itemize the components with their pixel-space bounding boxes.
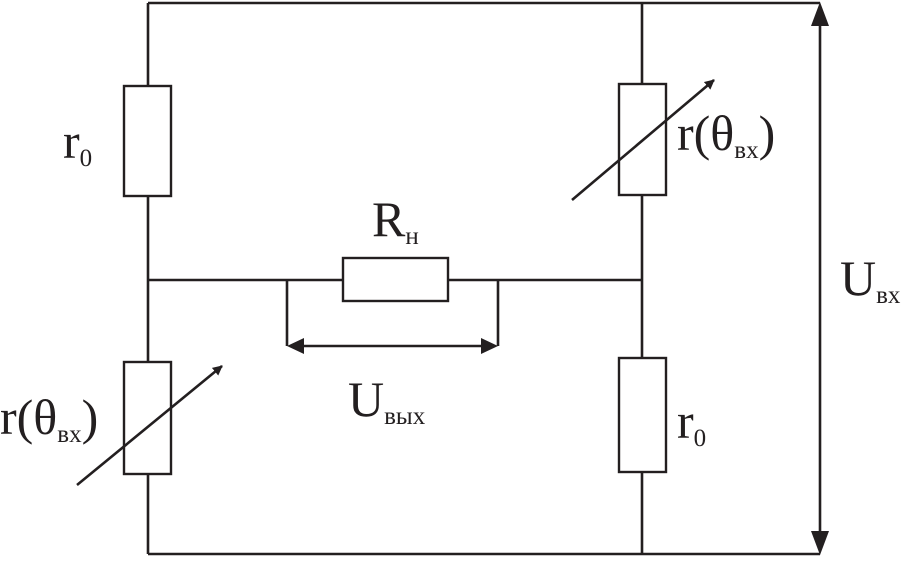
resistor-r0-bottom-right xyxy=(617,356,668,474)
resistor-r-theta-bottom-left xyxy=(122,360,173,476)
resistor-r0-top-left xyxy=(122,84,173,198)
label-output-voltage: Uвых xyxy=(348,371,426,430)
variable-arrow-top-right xyxy=(571,79,715,201)
label-input-voltage: Uвх xyxy=(840,250,901,309)
label-r-theta-top-right: r(θвх) xyxy=(677,105,775,164)
input-arrowhead-bottom xyxy=(811,531,829,555)
output-arrowhead-right xyxy=(481,338,498,354)
wiring xyxy=(146,1,820,556)
label-load-resistor: Rн xyxy=(372,191,419,250)
output-voltage-bracket xyxy=(285,280,500,354)
output-arrowhead-left xyxy=(287,338,304,354)
variable-arrow-bottom-left xyxy=(76,364,223,487)
label-r0-top-left: r0 xyxy=(63,113,92,172)
input-voltage-arrow xyxy=(811,2,829,555)
resistor-load xyxy=(341,256,450,303)
label-r0-bottom-right: r0 xyxy=(677,393,706,452)
label-r-theta-bottom-left: r(θвх) xyxy=(0,389,98,448)
input-arrowhead-top xyxy=(811,2,829,26)
